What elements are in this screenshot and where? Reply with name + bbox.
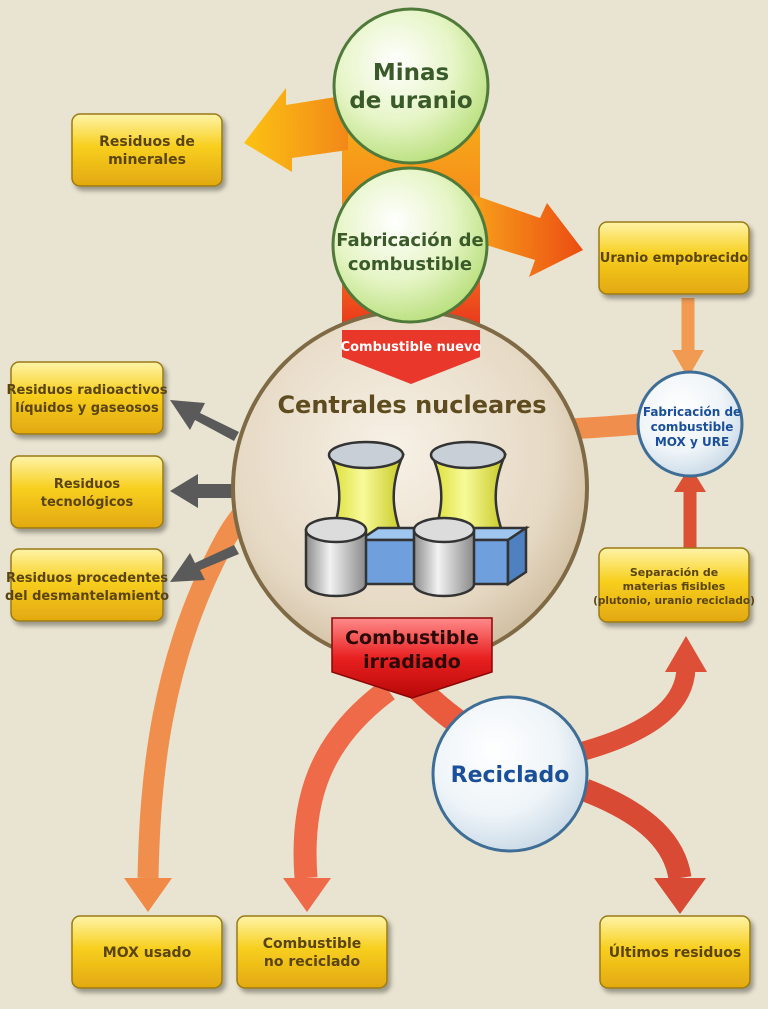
arrow-to-radioactive-waste [170, 400, 239, 441]
fuel-fabrication-node [331, 166, 489, 324]
final-waste-line-1: Últimos residuos [609, 943, 742, 961]
irradiated-label-line-1: Combustible [345, 627, 479, 649]
box-used-mox [71, 915, 223, 989]
arrowhead-used-mox [124, 878, 172, 912]
new-fuel-banner [342, 330, 480, 384]
non-recycled-line-1: Combustible [263, 936, 362, 952]
box-non-recycled [236, 915, 388, 989]
tech-waste-line-1: Residuos [54, 477, 121, 492]
arrowhead-non-recycled [283, 878, 331, 912]
flow-recycling-to-separation [577, 667, 696, 762]
mines-label-line-2: de uranio [349, 88, 472, 114]
box-mineral-waste [71, 113, 223, 187]
dismantling-waste-line-1: Residuos procedentes [6, 571, 168, 586]
mox-fab-label-line-1: Fabricación de [643, 405, 741, 419]
new-fuel-label: Combustible nuevo [341, 340, 482, 355]
mox-fab-label-line-2: combustible [651, 420, 734, 434]
fabrication-label-line-1: Fabricación de [336, 230, 484, 251]
arrowhead-mox-fab-bottom [674, 466, 706, 492]
flow-to-mineral-waste [244, 88, 348, 172]
radioactive-waste-line-2: líquidos y gaseosos [15, 401, 159, 416]
mox-fabrication-node [636, 370, 744, 478]
flow-recycling-to-final-waste [580, 779, 692, 881]
mines-label-line-1: Minas [373, 60, 449, 86]
nuclear-plant-icon [304, 440, 531, 598]
nuclear-plants-title: Centrales nucleares [277, 391, 546, 419]
separation-line-2: materias fisibles [623, 580, 726, 593]
flow-to-depleted-uranium [470, 195, 583, 277]
recycling-label: Reciclado [451, 763, 570, 788]
dismantling-waste-line-2: del desmantelamiento [5, 589, 169, 604]
fabrication-label-line-2: combustible [348, 254, 472, 275]
arrow-to-dismantling-waste [170, 545, 239, 582]
irradiated-fuel-banner [331, 617, 493, 699]
box-radioactive-waste [10, 361, 164, 435]
radioactive-waste-line-1: Residuos radioactivos [7, 383, 168, 398]
uranium-mines-node [332, 7, 490, 165]
box-depleted-uranium [598, 221, 750, 295]
arrowhead-mox-fab-top [672, 350, 704, 378]
box-final-waste [599, 915, 751, 989]
tech-waste-line-2: tecnológicos [41, 495, 134, 510]
arrow-to-tech-waste [170, 474, 232, 508]
used-mox-line-1: MOX usado [103, 945, 192, 961]
separation-line-1: Separación de [630, 566, 718, 579]
box-tech-waste [10, 455, 164, 529]
recycling-node [431, 695, 589, 853]
mineral-waste-line-1: Residuos de [99, 134, 195, 150]
flow-to-non-recycled [293, 680, 395, 879]
irradiated-label-line-2: irradiado [363, 651, 461, 673]
arrowhead-final-waste [654, 878, 706, 914]
separation-line-3: (plutonio, uranio reciclado) [593, 595, 755, 607]
arrowhead-separation [665, 636, 707, 672]
box-dismantling-waste [10, 548, 164, 622]
depleted-uranium-line-1: Uranio empobrecido [600, 251, 749, 266]
mox-fab-label-line-3: MOX y URE [655, 435, 729, 449]
box-separation [598, 547, 750, 623]
mineral-waste-line-2: minerales [108, 152, 186, 168]
non-recycled-line-2: no reciclado [264, 954, 361, 970]
